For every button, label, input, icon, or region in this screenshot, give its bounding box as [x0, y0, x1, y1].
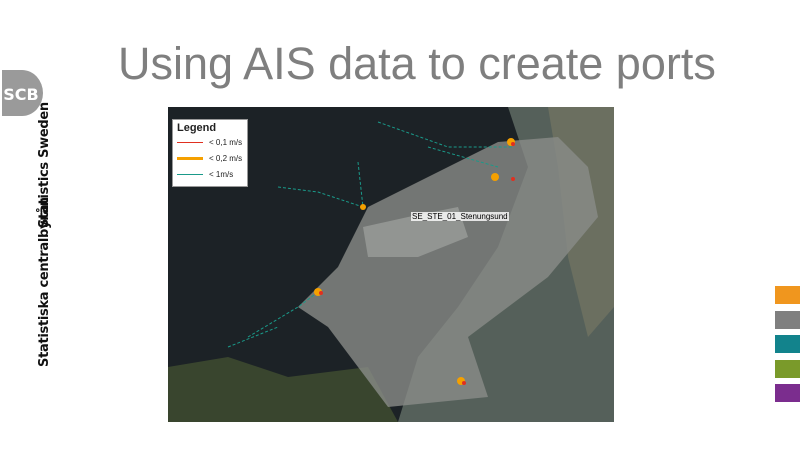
accent-square-grey — [775, 311, 800, 329]
legend-item: < 1m/s — [177, 166, 247, 182]
legend-item: < 0,1 m/s — [177, 134, 247, 150]
slide-title: Using AIS data to create ports — [118, 38, 716, 89]
accent-square-green — [775, 360, 800, 378]
port-label: SE_STE_01_Stenungsund — [411, 212, 509, 221]
map-legend: Legend < 0,1 m/s < 0,2 m/s < 1m/s — [172, 119, 248, 187]
accent-square-purple — [775, 384, 800, 402]
accent-square-teal — [775, 335, 800, 353]
accent-square-orange — [775, 286, 800, 304]
scb-logo: SCB — [2, 70, 43, 116]
legend-title: Legend — [177, 122, 217, 134]
legend-item: < 0,2 m/s — [177, 150, 247, 166]
brand-name-sv: Statistiska centralbyrån — [37, 197, 52, 367]
svg-text:SCB: SCB — [3, 85, 38, 104]
